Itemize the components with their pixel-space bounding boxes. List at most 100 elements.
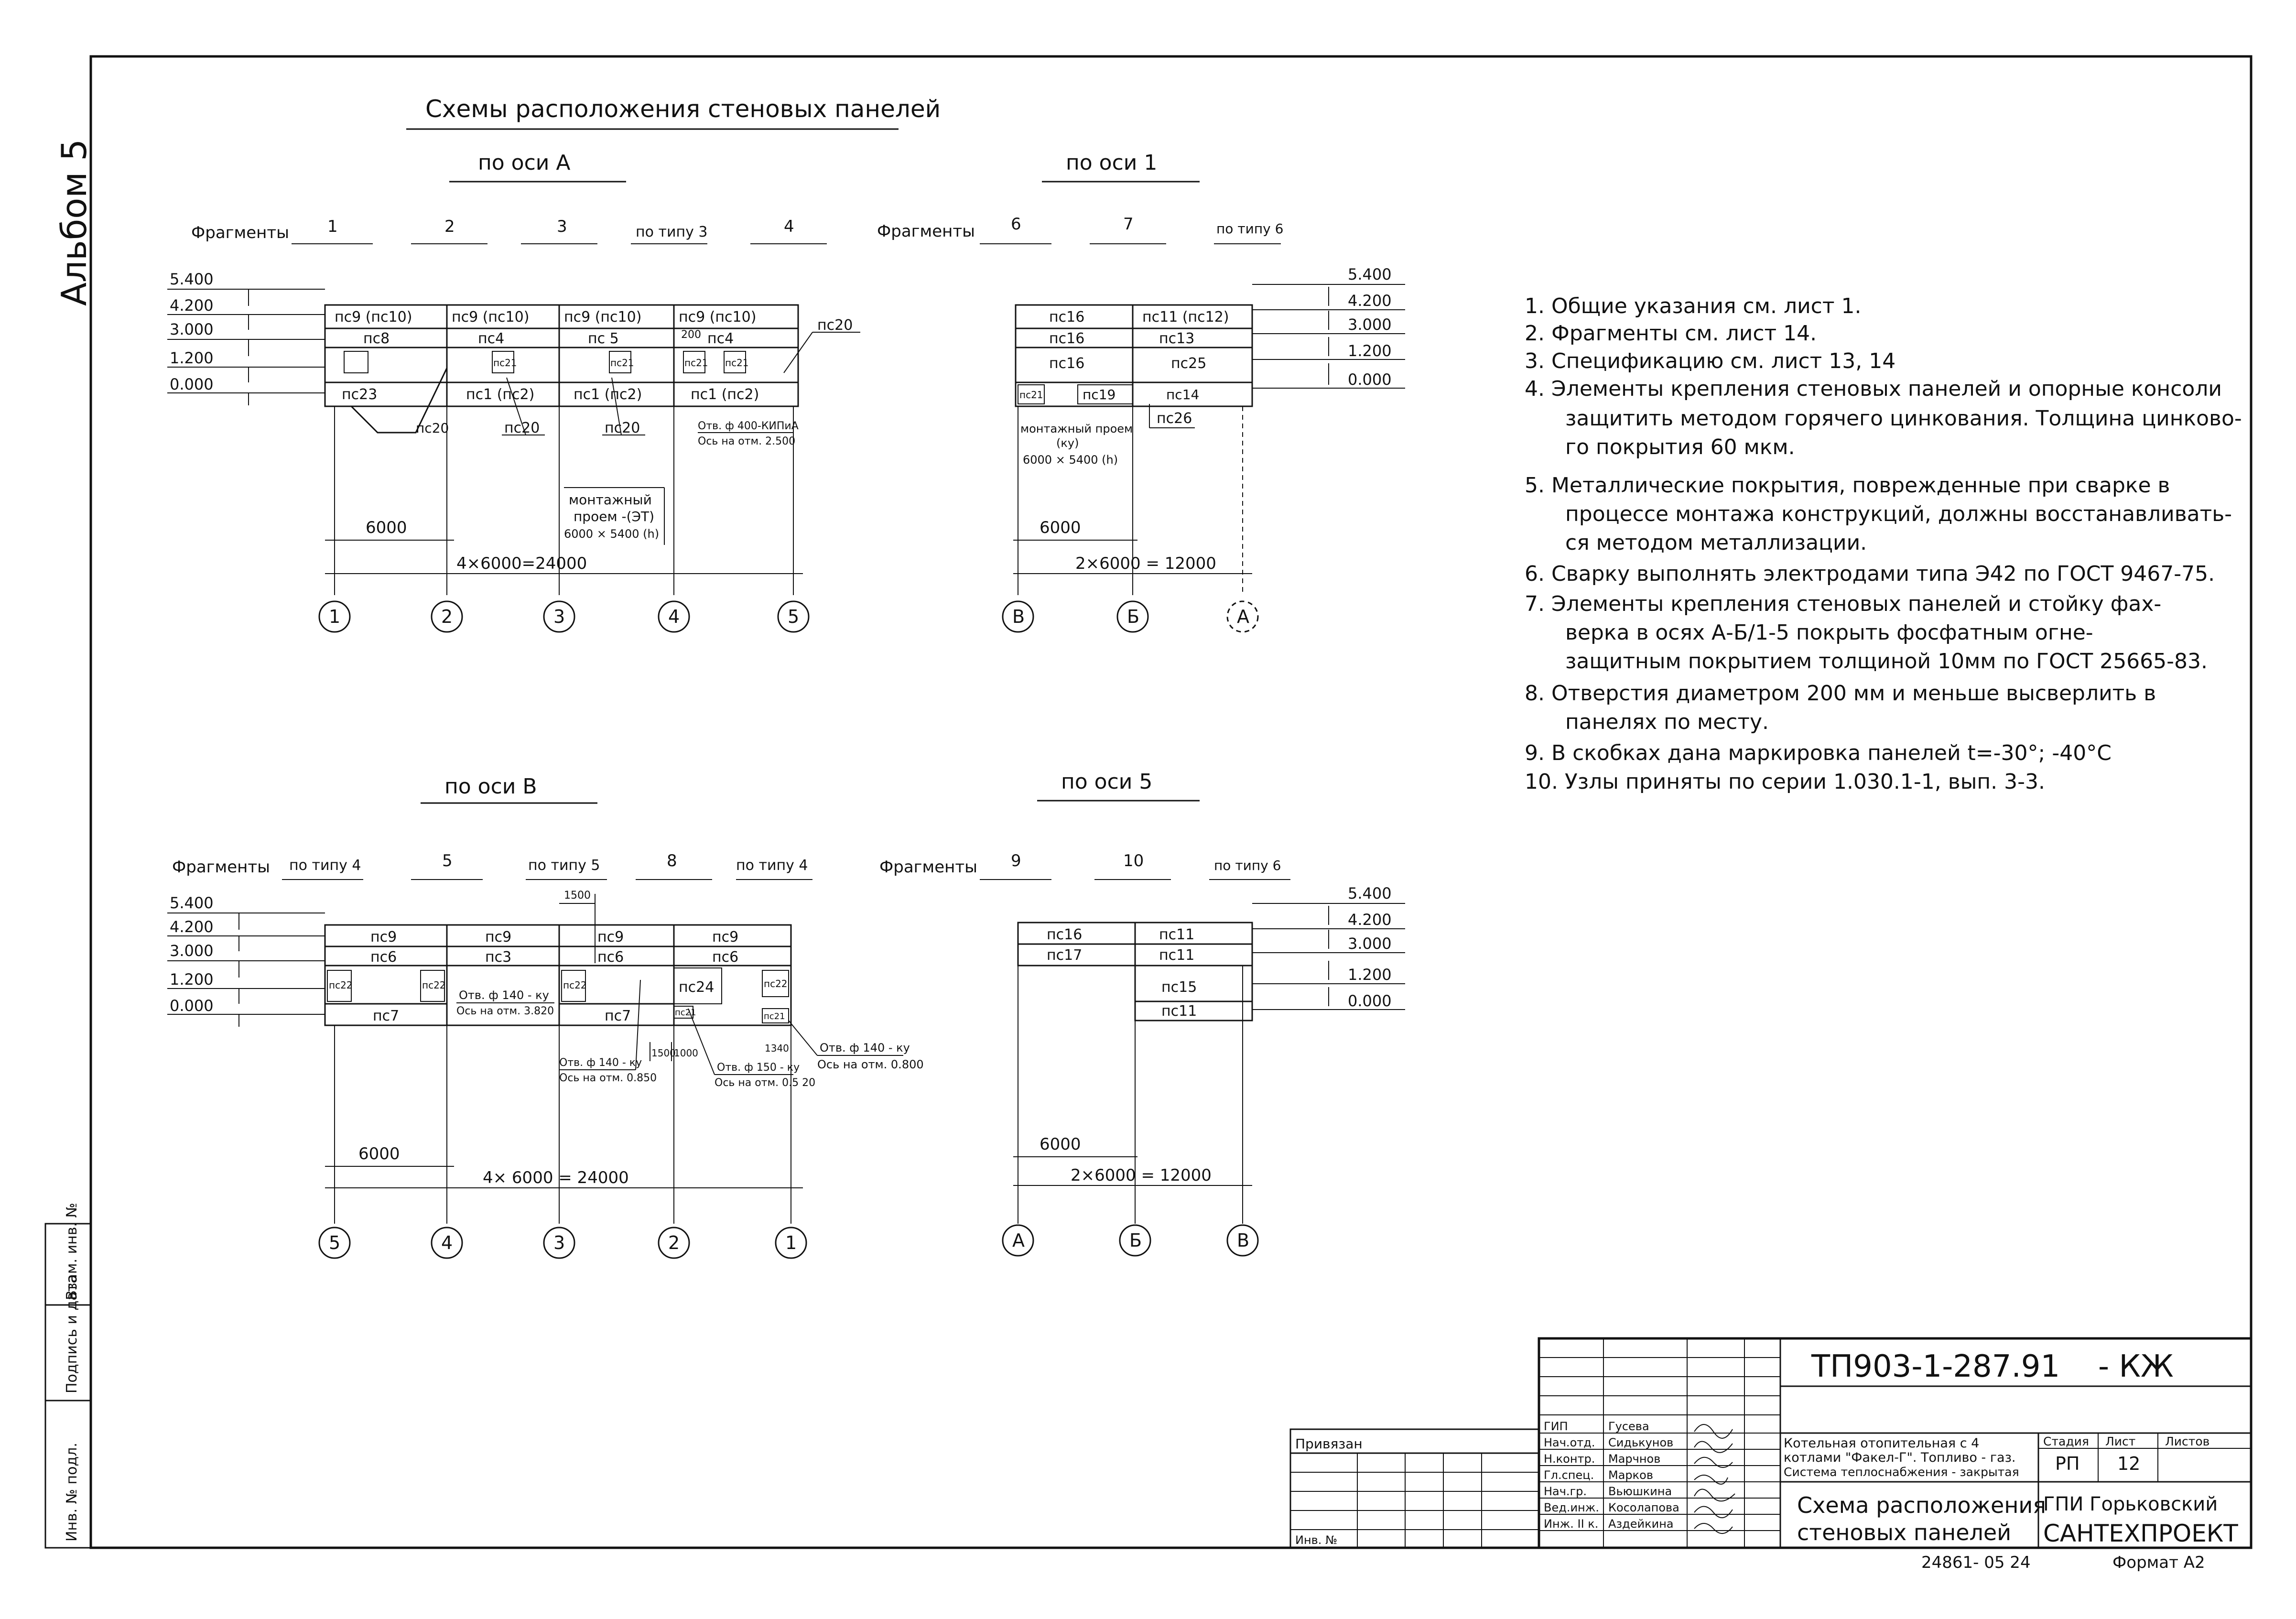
dimension-label: 2×6000 = 12000 (1075, 554, 1216, 573)
diagram-b-fragment-list: по типу 4 5 по типу 5 8 по типу 4 (282, 851, 812, 880)
axis-label: 2 (668, 1232, 680, 1253)
panel-label: пс21 (684, 357, 708, 369)
panel-label: пс1 (пс2) (691, 386, 759, 403)
level-mark: 4.200 (1348, 292, 1392, 310)
panel-label: пс11 (1159, 947, 1194, 964)
axis-label: А (1012, 1230, 1025, 1251)
callout-label: пс20 (504, 420, 540, 436)
level-mark: 0.000 (170, 375, 214, 393)
role-label: Инж. II к. (1544, 1517, 1598, 1531)
callout-label: Отв. ф 140 - ку (559, 1057, 642, 1069)
fragment-label: 10 (1123, 851, 1144, 870)
fragment-label: по типу 4 (289, 857, 361, 874)
name-label: Гусева (1608, 1420, 1649, 1433)
page-title: Схемы расположения стеновых панелей (425, 95, 941, 123)
panel-label: пс25 (1171, 355, 1206, 372)
signature-scribble (1694, 1475, 1728, 1485)
panel-label: пс21 (610, 357, 634, 369)
diagram-a-axis-bubbles: 1 2 3 4 5 (318, 600, 810, 633)
signature-scribble (1694, 1489, 1735, 1502)
fragment-label: 8 (667, 851, 677, 870)
diagram-5-axis-bubbles: А Б В (1002, 1224, 1259, 1257)
callout-label: 1340 (765, 1043, 789, 1054)
fragment-label: 1 (327, 217, 338, 236)
diagram-a-grid: 6000 4×6000=24000 (325, 406, 803, 595)
signature-scribble (1694, 1441, 1733, 1453)
panel-label: пс9 (597, 929, 624, 945)
axis-label: 4 (668, 606, 680, 627)
role-label: Нач.отд. (1544, 1436, 1595, 1449)
panel-label: пс7 (605, 1008, 631, 1024)
role-label: ГИП (1544, 1420, 1568, 1433)
level-mark: 3.000 (170, 320, 214, 338)
note-line: ся методом металлизации. (1565, 531, 1867, 555)
panel-label: пс8 (363, 330, 390, 347)
callout-label: Отв. ф 150 - ку (717, 1062, 800, 1074)
fragment-label: по типу 5 (528, 857, 600, 874)
panel-label: пс21 (764, 1011, 785, 1021)
diagram-axis-1: по оси 1 Фрагменты 6 7 по типу 6 5.400 4… (877, 151, 1405, 633)
sheet-title: Схема расположения (1797, 1492, 2046, 1518)
diagram-a-fragment-list: 1 2 3 по типу 3 4 (292, 217, 827, 244)
level-mark: 5.400 (1348, 265, 1392, 283)
fragment-label: по типу 4 (736, 857, 808, 874)
level-mark: 5.400 (1348, 884, 1392, 902)
diagram-1-subtitle: по оси 1 (1066, 151, 1157, 175)
margin-field-podpis: Подпись и дата (64, 1275, 80, 1394)
opening-label: проем -(ЭТ) (574, 509, 654, 524)
diagram-5-fragment-list: 9 10 по типу 6 (980, 851, 1290, 880)
note-line: 5. Металлические покрытия, поврежденные … (1525, 473, 2170, 498)
note-line: верка в осях А-Б/1-5 покрыть фосфатным о… (1565, 620, 2093, 645)
panel-label: пс22 (422, 979, 446, 991)
format-label: Формат А2 (2112, 1553, 2205, 1572)
name-label: Марчнов (1608, 1452, 1660, 1466)
axis-label: В (1012, 606, 1025, 627)
panel-label: пс24 (679, 979, 714, 996)
diagram-a-callouts: пс20 пс20 пс20 пс20 200 Отв. ф 400-КИПиА… (416, 317, 860, 447)
panel-label: пс6 (597, 949, 624, 966)
level-mark: 1.200 (1348, 342, 1392, 360)
axis-label: Б (1129, 1230, 1142, 1251)
panel-label: пс1 (пс2) (574, 386, 642, 403)
margin-field-vzam: Взам. инв. № (64, 1203, 80, 1300)
diagram-axis-a: по оси А Фрагменты 1 2 3 по типу 3 4 5.4… (167, 151, 860, 633)
axis-label: А (1237, 606, 1249, 627)
opening-label: 6000 × 5400 (h) (1023, 453, 1118, 467)
diagram-b-panels: пс9 пс9 пс9 пс9 пс6 пс3 пс6 пс6 пс22 пс2… (324, 924, 792, 1026)
project-line: Система теплоснабжения - закрытая (1784, 1465, 2019, 1479)
role-label: Вед.инж. (1544, 1501, 1599, 1514)
sheet-title: стеновых панелей (1797, 1520, 2011, 1545)
panel-label: пс16 (1049, 330, 1084, 347)
fragment-label: 7 (1123, 215, 1134, 234)
diagram-b-levels: 5.400 4.200 3.000 1.200 0.000 (167, 894, 325, 1027)
title-block: Привязан Инв. № ГИП Нач.отд. Н.контр. Гл… (1289, 1337, 2253, 1549)
opening-label: монтажный проем (1020, 422, 1133, 435)
privyazan-label: Привязан (1295, 1436, 1363, 1452)
note-line: панелях по месту. (1565, 710, 1769, 734)
callout-label: Ось на отм. 3.820 (456, 1005, 554, 1017)
callout-label: Ось на отм. 0.850 (559, 1072, 657, 1084)
panel-label: пс6 (712, 949, 738, 966)
axis-label: 3 (553, 606, 565, 627)
panel-label: пс21 (725, 357, 749, 369)
axis-label: 1 (329, 606, 340, 627)
diagram-a-panels: пс9 (пс10) пс9 (пс10) пс9 (пс10) пс9 (пс… (324, 304, 799, 434)
diagram-a-opening-note: монтажный проем -(ЭТ) 6000 × 5400 (h) (564, 487, 665, 545)
note-line: го покрытия 60 мкм. (1565, 435, 1795, 459)
axis-label: 5 (788, 606, 799, 627)
axis-label: 1 (785, 1232, 797, 1253)
sheet-header: Лист (2105, 1434, 2135, 1448)
role-label: Нач.гр. (1544, 1485, 1587, 1498)
panel-label: пс19 (1083, 387, 1116, 402)
panel-label: пс21 (675, 1008, 696, 1018)
signature-scribble (1694, 1506, 1733, 1518)
fragment-label: по типу 6 (1214, 858, 1281, 873)
panel-label: пс4 (707, 330, 734, 347)
fragment-label: 4 (784, 217, 794, 236)
stage-value: РП (2055, 1453, 2080, 1474)
dimension-label: 4× 6000 = 24000 (483, 1168, 629, 1187)
diagram-1-grid: 6000 2×6000 = 12000 (1013, 406, 1252, 595)
fragment-label: 3 (557, 217, 567, 236)
margin-field-inv: Инв. № подл. (64, 1443, 80, 1542)
note-line: 3. Спецификацию см. лист 13, 14 (1525, 349, 1895, 373)
